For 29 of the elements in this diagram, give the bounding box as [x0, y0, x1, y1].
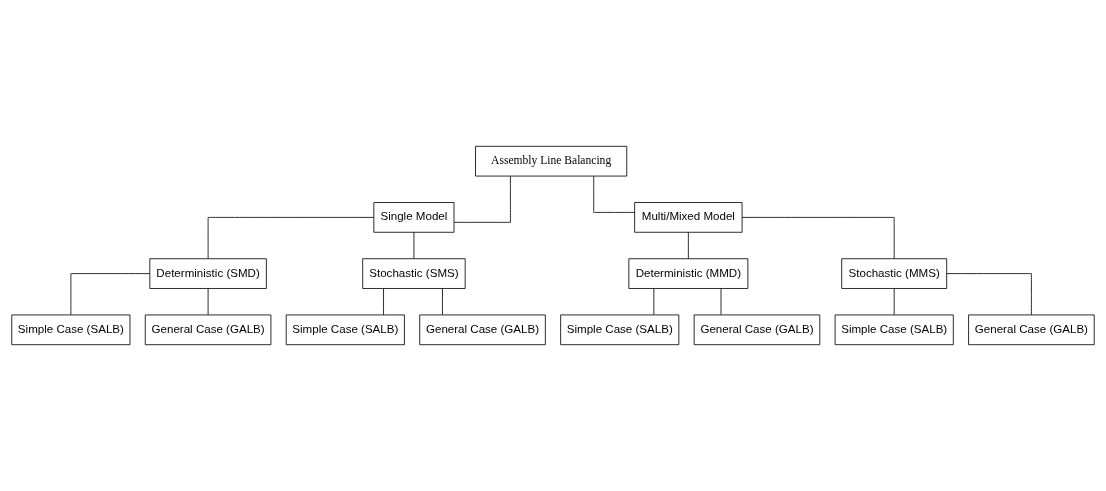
- node-box: General Case (GALB): [693, 314, 821, 346]
- connector: [946, 273, 1032, 316]
- connector: [593, 175, 635, 213]
- node-box: Single Model: [373, 202, 455, 233]
- node-box: Deterministic (MMD): [628, 258, 749, 289]
- connector: [453, 175, 511, 223]
- connector: [653, 288, 655, 316]
- node-box: Assembly Line Balancing: [475, 145, 628, 177]
- connector: [720, 288, 722, 316]
- node-box: General Case (GALB): [419, 314, 546, 346]
- connector: [442, 288, 443, 316]
- node-box: Stochastic (SMS): [362, 258, 466, 289]
- node-box: Simple Case (SALB): [834, 314, 954, 346]
- connector: [383, 288, 384, 316]
- connector: [687, 232, 689, 259]
- node-box: Stochastic (MMS): [841, 258, 948, 289]
- node-box: Simple Case (SALB): [285, 314, 405, 346]
- connector: [413, 232, 415, 259]
- connector: [893, 288, 895, 316]
- connector: [207, 288, 209, 316]
- node-box: Multi/Mixed Model: [634, 202, 743, 233]
- node-box: General Case (GALB): [144, 314, 272, 346]
- node-box: Simple Case (SALB): [560, 314, 680, 346]
- node-box: Simple Case (SALB): [11, 314, 131, 346]
- connector: [207, 217, 375, 259]
- node-box: General Case (GALB): [968, 314, 1095, 346]
- connector: [741, 217, 895, 259]
- connector: [70, 273, 150, 316]
- node-box: Deterministic (SMD): [149, 258, 267, 289]
